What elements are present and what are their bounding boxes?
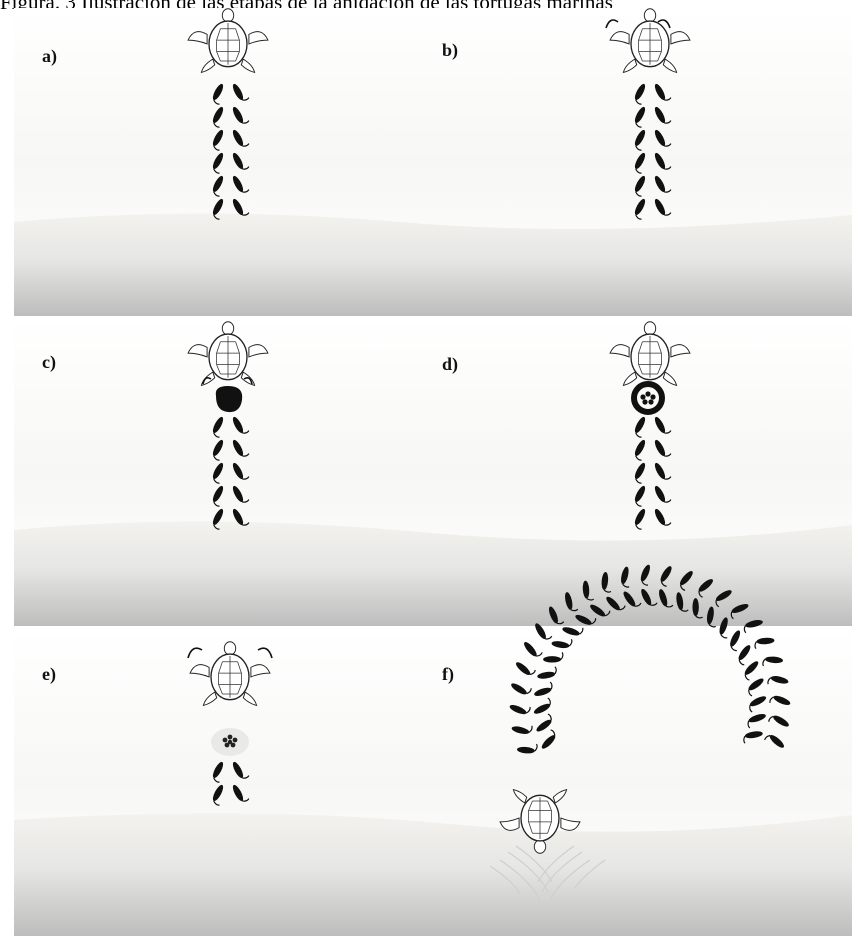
- panel-label-a: a): [42, 46, 57, 67]
- nest-hole-c: [216, 386, 242, 412]
- panel-label-e: e): [42, 664, 56, 685]
- row-2-background: [14, 318, 852, 626]
- covered-nest-e: [211, 728, 249, 756]
- panel-label-d: d): [442, 354, 458, 375]
- row-1-background: [14, 8, 852, 316]
- beach-sand: [14, 214, 852, 317]
- row-3-background: [14, 628, 852, 936]
- panel-label-f: f): [442, 664, 454, 685]
- beach-sand: [14, 521, 852, 626]
- panel-label-c: c): [42, 352, 56, 373]
- beach-sand: [14, 813, 852, 936]
- panel-label-b: b): [442, 40, 458, 61]
